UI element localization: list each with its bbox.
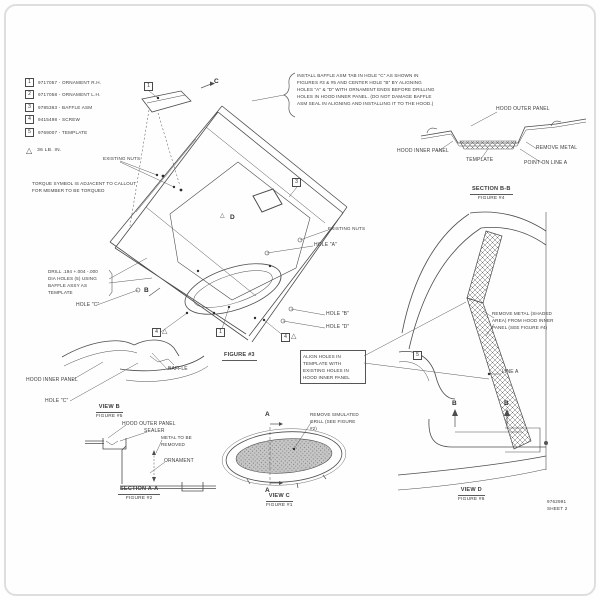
install-note: INSTALL BAFFLE ASM TAB IN HOLE "C" AS SH… (297, 73, 435, 107)
sealer-label: SEALER (144, 428, 165, 434)
torque-triangle-d: △ (220, 213, 225, 219)
callout-box-ornament: 1 (144, 82, 153, 91)
section-a-marker-bottom: A (265, 487, 270, 494)
hood-outer-panel-label-bb: HOOD OUTER PANEL (496, 106, 550, 112)
hood-inner-panel-label-vb: HOOD INNER PANEL (26, 377, 78, 383)
parts-list-row: 1 9717057 - ORNAMENT R.H. (25, 78, 101, 87)
sheet-label: SHEET 2 (547, 505, 568, 511)
torque-triangle-left: △ (162, 328, 168, 335)
view-b-title: VIEW B (96, 403, 123, 413)
parts-list-row: 4 9415498 - SCREW (25, 115, 101, 125)
hood-outer-panel-label-aa: HOOD OUTER PANEL (122, 421, 176, 427)
line-a-label: LINE A (502, 369, 519, 375)
view-b-art (61, 339, 209, 382)
leader-lines (69, 72, 543, 474)
section-bb-art (420, 118, 587, 150)
callout-box-ornament-bottom: 1 (216, 328, 225, 337)
view-d-art (397, 211, 548, 491)
callout-box-template: 5 (413, 351, 422, 360)
section-bb-title: SECTION B-B (470, 185, 513, 195)
hole-d-label: HOLE "D" (326, 324, 350, 330)
figure-6-label: FIGURE #6 (458, 497, 485, 503)
point-on-line-a-label: POINT ON LINE A (524, 160, 568, 166)
callout-box-screw-right: 4 (281, 333, 290, 342)
view-d-title: VIEW D (458, 486, 485, 496)
section-a-marker-top: A (265, 411, 270, 418)
view-b-caption: VIEW B FIGURE #5 (96, 403, 123, 421)
parts-list-row: 5 9769007 - TEMPLATE (25, 127, 101, 137)
figure-2-label: FIGURE #2 (125, 496, 153, 502)
view-c-marker: C (214, 78, 219, 85)
hole-d-marker: D (230, 214, 235, 221)
part-text: 9717057 - ORNAMENT R.H. (38, 80, 102, 85)
remove-metal-note-vd: REMOVE METAL (SHADED AREA) FROM HOOD INN… (492, 311, 554, 331)
section-aa-caption: SECTION A-A FIGURE #2 (118, 485, 161, 503)
sheet-number-block: 9762991 SHEET 2 (547, 499, 567, 513)
view-b-marker: B (144, 287, 149, 294)
view-d-caption: VIEW D FIGURE #6 (458, 486, 485, 504)
torque-triangle-right: △ (291, 333, 297, 340)
parts-list-row: 2 9717058 - ORNAMENT L.H. (25, 90, 101, 100)
parts-list: 1 9717057 - ORNAMENT R.H. 2 9717058 - OR… (25, 78, 101, 140)
figure-4-label: FIGURE #4 (477, 196, 505, 202)
align-holes-note: ALIGN HOLES IN TEMPLATE WITH EXISTING HO… (300, 350, 366, 385)
hole-c-label-main: HOLE "C" (76, 302, 100, 308)
part-text: 9415498 - SCREW (38, 117, 81, 123)
callout-box-screw-left: 4 (152, 328, 161, 337)
part-text: 9769007 - TEMPLATE (38, 129, 88, 135)
hole-c-label-vb: HOLE "C" (45, 398, 69, 404)
figure-5-label: FIGURE #5 (96, 414, 123, 420)
callout-box-5: 5 (25, 127, 34, 137)
part-text: 9785363 - BAFFLE ASM (38, 104, 93, 110)
view-c-title: VIEW C (266, 492, 293, 502)
main-figure-caption: FIGURE #3 (222, 351, 257, 361)
part-text: 9717058 - ORNAMENT L.H. (38, 92, 101, 98)
view-c-art (221, 422, 347, 489)
view-c-caption: VIEW C FIGURE #1 (266, 492, 293, 510)
main-figure-art (109, 90, 348, 343)
metal-to-be-removed-label: METAL TO BE REMOVED (161, 435, 192, 448)
section-aa-art (85, 438, 216, 492)
section-bb-caption: SECTION B-B FIGURE #4 (470, 185, 513, 203)
drawing-number: 9762991 (547, 499, 567, 504)
hole-b-label: HOLE "B" (326, 311, 350, 317)
callout-box-2: 2 (25, 90, 34, 100)
existing-nuts-label-right: EXISTING NUTS (328, 226, 366, 231)
torque-note: TORQUE SYMBOL IS ADJACENT TO CALLOUT FOR… (32, 181, 137, 194)
figure-3-label: FIGURE #3 (222, 351, 257, 361)
callout-box-3: 3 (25, 102, 34, 112)
torque-legend: △ 36 LB. IN. (26, 146, 62, 155)
ornament-label: ORNAMENT (164, 458, 194, 464)
remove-metal-label-bb: REMOVE METAL (536, 145, 578, 151)
hole-a-label: HOLE "A" (314, 242, 338, 248)
section-b-marker-right: B (504, 400, 509, 407)
callout-box-1: 1 (25, 78, 34, 87)
warning-triangle-icon: △ (26, 146, 33, 155)
remove-grill-note: REMOVE SIMULATED GRILL (SEE FIGURE #2) (310, 412, 359, 432)
parts-list-row: 3 9785363 - BAFFLE ASM (25, 102, 101, 112)
section-b-marker-left: B (452, 400, 457, 407)
hood-inner-panel-label-bb: HOOD INNER PANEL (397, 148, 449, 154)
callout-box-baffle: 3 (292, 178, 301, 187)
template-label-bb: TEMPLATE (466, 157, 494, 163)
torque-value: 36 LB. IN. (37, 148, 62, 153)
existing-nuts-label-left: EXISTING NUTS (103, 156, 141, 161)
section-aa-title: SECTION A-A (118, 485, 161, 495)
figure-1-label: FIGURE #1 (266, 503, 293, 509)
callout-box-4: 4 (25, 115, 34, 125)
drill-note: DRILL .194 +.004 -.000 DIA HOLES (5) USI… (48, 269, 98, 296)
baffle-label: BAFFLE (168, 366, 188, 372)
